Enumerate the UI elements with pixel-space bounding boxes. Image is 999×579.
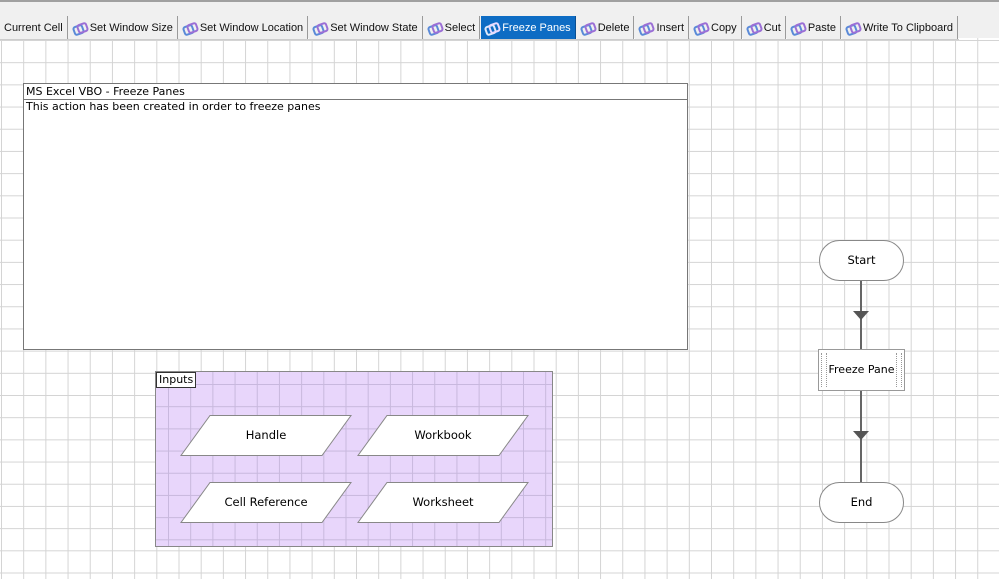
arrow-head: [853, 431, 869, 440]
tab-select[interactable]: Select: [423, 16, 481, 39]
action-icon: [791, 22, 803, 34]
action-icon: [581, 22, 593, 34]
action-icon: [428, 22, 440, 34]
note-title: MS Excel VBO - Freeze Panes: [24, 84, 687, 100]
action-icon: [747, 22, 759, 34]
action-tabs: Current Cell Set Window Size Set Window Lo…: [0, 16, 960, 40]
tab-label: Select: [444, 21, 476, 34]
tab-label: Freeze Panes: [502, 21, 571, 34]
tab-label: Write To Clipboard: [862, 21, 954, 34]
note-block[interactable]: MS Excel VBO - Freeze Panes This action …: [23, 83, 688, 350]
tab-copy[interactable]: Copy: [690, 16, 742, 39]
tab-cut[interactable]: Cut: [742, 16, 786, 39]
tab-label: Set Window Size: [89, 21, 173, 34]
action-icon: [639, 22, 651, 34]
action-icon: [846, 22, 858, 34]
tab-label: Paste: [807, 21, 836, 34]
tab-current-cell[interactable]: Current Cell: [0, 16, 68, 39]
input-handle[interactable]: Handle: [180, 415, 352, 456]
input-worksheet[interactable]: Worksheet: [357, 482, 529, 523]
tab-set-window-state[interactable]: Set Window State: [309, 16, 423, 39]
input-label: Handle: [245, 428, 287, 442]
action-icon: [694, 22, 706, 34]
tab-label: Current Cell: [4, 21, 63, 34]
input-label: Workbook: [414, 428, 472, 442]
start-stage[interactable]: Start: [819, 240, 904, 281]
note-description: This action has been created in order to…: [26, 100, 321, 113]
tab-label: Copy: [711, 21, 737, 34]
action-icon: [73, 22, 85, 34]
tab-freeze-panes[interactable]: Freeze Panes: [481, 16, 576, 39]
tab-insert[interactable]: Insert: [635, 16, 689, 39]
tab-set-window-location[interactable]: Set Window Location: [178, 16, 309, 39]
action-icon: [313, 22, 325, 34]
toolbar: Current Cell Set Window Size Set Window Lo…: [0, 0, 999, 40]
end-stage[interactable]: End: [819, 482, 904, 523]
tab-label: Set Window Location: [199, 21, 304, 34]
input-label: Cell Reference: [224, 495, 308, 509]
action-icon: [183, 22, 195, 34]
tab-paste[interactable]: Paste: [786, 16, 841, 39]
action-icon: [485, 22, 497, 34]
tab-label: Set Window State: [330, 21, 418, 34]
arrow-head: [853, 311, 869, 320]
inputs-label: Inputs: [156, 372, 197, 388]
tab-delete[interactable]: Delete: [576, 16, 635, 39]
tab-label: Cut: [763, 21, 781, 34]
input-label: Worksheet: [412, 495, 474, 509]
input-cell-reference[interactable]: Cell Reference: [180, 482, 352, 523]
input-workbook[interactable]: Workbook: [357, 415, 529, 456]
tab-write-to-clipboard[interactable]: Write To Clipboard: [841, 16, 959, 39]
tab-label: Delete: [597, 21, 630, 34]
tab-label: Insert: [656, 21, 684, 34]
freeze-pane-stage[interactable]: Freeze Pane: [818, 349, 905, 391]
tab-set-window-size[interactable]: Set Window Size: [68, 16, 178, 39]
